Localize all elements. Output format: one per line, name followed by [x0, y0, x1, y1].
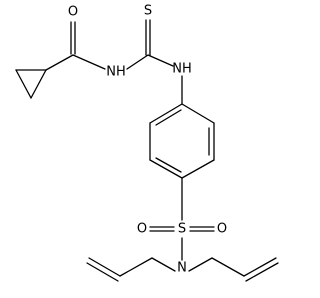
- bond-cyclopropyl-c: [30, 69, 47, 99]
- bond-nh-to-thiocarbon: [126, 54, 149, 70]
- molecule-structure-diagram: O S NH NH S O O N: [15, 4, 279, 282]
- bond-n-allyl-left-1: [151, 257, 176, 272]
- bond-ring-1: [181, 103, 215, 124]
- bond-allyl-left-3b: [86, 262, 119, 282]
- atom-label-sulfonamide-nitrogen: N: [177, 261, 187, 276]
- bond-thiocarbon-to-nh: [147, 54, 174, 67]
- bond-cyclopropyl-b: [15, 69, 32, 99]
- bond-carbonyl-to-nh: [72, 54, 106, 70]
- atom-label-aryl-nh: NH: [172, 62, 192, 77]
- atom-labels: O S NH NH S O O N: [68, 4, 227, 276]
- bond-ring-3: [181, 159, 215, 179]
- bond-allyl-right-3b: [245, 262, 279, 282]
- bond-lines: [15, 19, 279, 282]
- bond-ring-4: [149, 159, 183, 179]
- bond-allyl-right-3a: [243, 257, 277, 277]
- atom-label-sulfonyl-oxygen-right: O: [217, 222, 227, 237]
- atom-label-thio-sulfur: S: [144, 4, 152, 19]
- atom-label-carbonyl-oxygen: O: [68, 5, 78, 20]
- atom-label-sulfonyl-sulfur: S: [178, 222, 186, 237]
- bond-ring-inner-3: [155, 109, 182, 126]
- bond-ring-6: [149, 103, 183, 124]
- bond-allyl-left-3a: [88, 257, 121, 277]
- atom-label-sulfonyl-oxygen-left: O: [137, 222, 147, 237]
- bond-allyl-left-2: [119, 257, 153, 277]
- bond-ring-inner-2: [155, 157, 182, 173]
- atom-label-amide-nh: NH: [106, 65, 126, 80]
- bond-n-allyl-right-1: [188, 257, 213, 272]
- bond-ring-to-carbonyl: [45, 54, 74, 71]
- bond-allyl-right-2: [211, 257, 245, 277]
